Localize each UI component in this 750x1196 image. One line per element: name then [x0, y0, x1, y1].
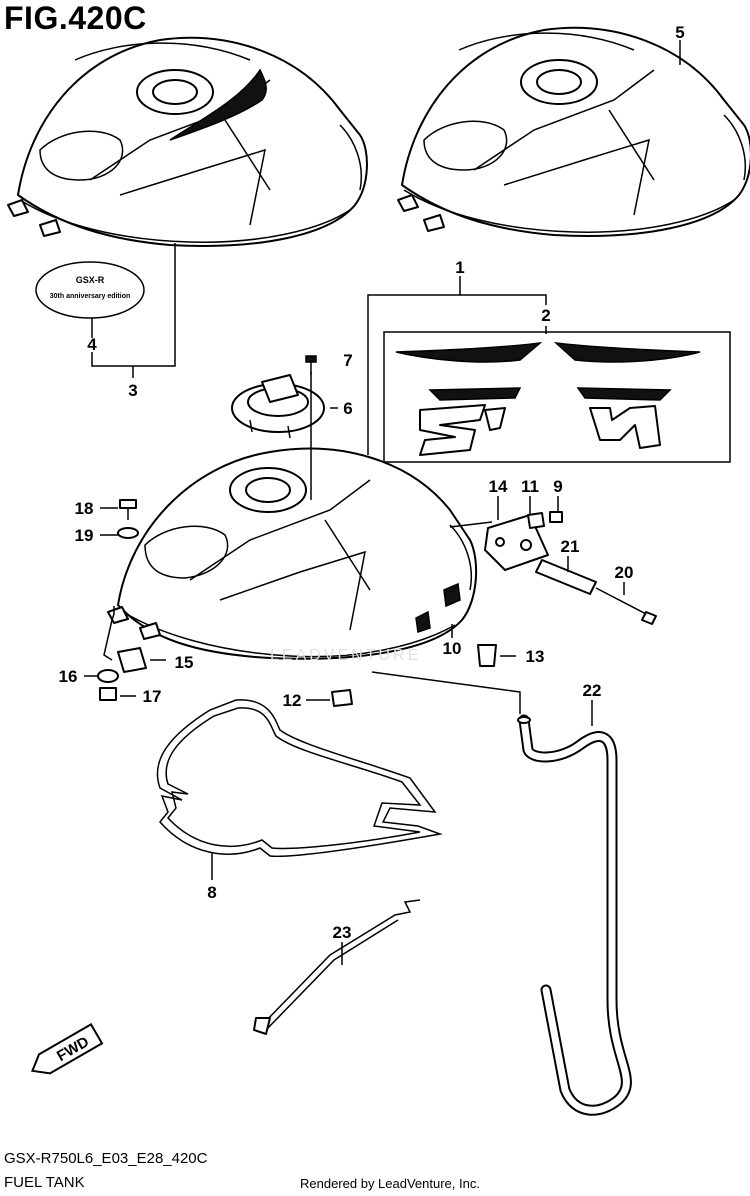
figure-name: FUEL TANK — [4, 1174, 85, 1191]
clip-12[interactable] — [331, 689, 353, 707]
callout-1: 1 — [455, 258, 464, 277]
callout-20: 20 — [615, 563, 634, 582]
callout-7: 7 — [343, 351, 352, 370]
prop-rod[interactable] — [253, 899, 421, 1035]
decal-set[interactable] — [383, 331, 731, 463]
callout-6: 6 — [343, 399, 352, 418]
tank-cover-left[interactable] — [7, 36, 368, 247]
callout-8: 8 — [207, 883, 216, 902]
callout-labels: 1 2 3 4 5 6 7 8 9 10 11 12 13 14 15 16 1… — [59, 23, 685, 942]
figure-code: GSX-R750L6_E03_E28_420C — [4, 1150, 208, 1167]
callout-10: 10 — [443, 639, 462, 658]
bracket-14[interactable] — [484, 514, 549, 571]
fuel-cap[interactable] — [231, 374, 325, 439]
callout-19: 19 — [75, 526, 94, 545]
washer-19[interactable] — [117, 527, 139, 539]
forward-arrow: FWD — [30, 1022, 104, 1075]
watermark-text: LEADVENTURE — [270, 647, 421, 664]
figure-title: FIG.420C — [4, 0, 147, 36]
render-credit: Rendered by LeadVenture, Inc. — [300, 1176, 480, 1191]
tank-seal[interactable] — [156, 699, 443, 858]
callout-5: 5 — [675, 23, 684, 42]
bolt-20[interactable] — [595, 587, 657, 625]
callout-16: 16 — [59, 667, 78, 686]
callout-2: 2 — [541, 306, 550, 325]
fuel-tank[interactable]: LEADVENTURE — [107, 447, 478, 664]
callout-13: 13 — [526, 647, 545, 666]
sensor-13[interactable] — [477, 644, 497, 667]
nut-11[interactable] — [527, 512, 545, 529]
emblem-line2: 30th anniversary edition — [50, 293, 131, 300]
spacer-21[interactable] — [535, 559, 597, 595]
collar-17[interactable] — [99, 687, 117, 701]
callout-12: 12 — [283, 691, 302, 710]
callout-18: 18 — [75, 499, 94, 518]
bolt-9[interactable] — [549, 511, 563, 523]
callout-23: 23 — [333, 923, 352, 942]
callout-14: 14 — [489, 477, 508, 496]
callout-15: 15 — [175, 653, 194, 672]
callout-17: 17 — [143, 687, 162, 706]
cushion-16[interactable] — [97, 669, 119, 683]
bolt-18[interactable] — [119, 499, 137, 520]
callout-9: 9 — [553, 477, 562, 496]
tank-cover-right[interactable] — [397, 26, 750, 237]
callout-3: 3 — [128, 381, 137, 400]
emblem-line1: GSX-R — [76, 275, 105, 285]
callout-4: 4 — [87, 335, 97, 354]
bracket-15[interactable] — [117, 647, 147, 673]
callout-21: 21 — [561, 537, 580, 556]
callout-11: 11 — [521, 477, 539, 496]
emblem-decal[interactable]: GSX-R 30th anniversary edition — [35, 261, 145, 319]
leader-lines — [84, 40, 681, 965]
callout-22: 22 — [583, 681, 602, 700]
breather-hose[interactable] — [517, 714, 632, 1116]
